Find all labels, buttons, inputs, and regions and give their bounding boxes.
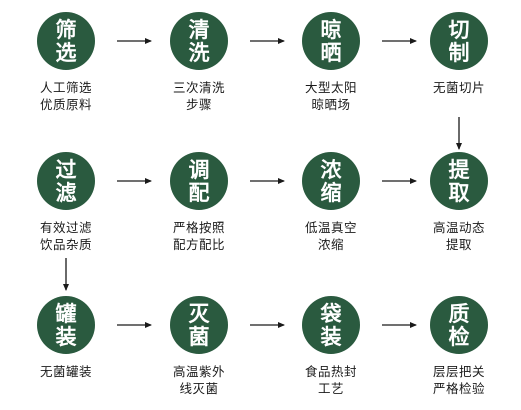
step-node-extraction: 提 取: [430, 152, 488, 210]
step-caption-filtering: 有效过滤 饮品杂质: [11, 219, 121, 253]
step-title-char: 切: [448, 17, 470, 42]
step-title-char: 洗: [188, 40, 210, 65]
step-caption-inspection: 层层把关 严格检验: [404, 363, 514, 397]
caption-line: 线灭菌: [179, 381, 219, 396]
step-node-bagging: 袋 装: [302, 296, 360, 354]
step-title-char: 浓: [320, 157, 342, 182]
step-title-char: 调: [188, 157, 210, 182]
caption-line: 严格按照: [172, 220, 225, 235]
step-node-inspection: 质 检: [430, 296, 488, 354]
caption-line: 无菌罐装: [39, 364, 92, 379]
caption-line: 饮品杂质: [39, 237, 92, 252]
caption-line: 高温动态: [432, 220, 485, 235]
step-title-char: 筛: [55, 17, 77, 42]
step-title-char: 晒: [320, 40, 342, 65]
caption-line: 层层把关: [432, 364, 485, 379]
step-title-char: 罐: [55, 301, 77, 326]
caption-line: 人工筛选: [39, 80, 92, 95]
step-title-char: 提: [448, 157, 470, 182]
step-title-char: 晾: [320, 17, 342, 42]
step-node-filtering: 过 滤: [37, 152, 95, 210]
step-title-char: 选: [55, 40, 77, 65]
step-title-char: 制: [448, 40, 470, 65]
step-title-char: 质: [448, 301, 470, 326]
step-title-char: 装: [320, 324, 342, 349]
step-caption-extraction: 高温动态 提取: [404, 219, 514, 253]
step-node-drying: 晾 晒: [302, 12, 360, 70]
step-caption-drying: 大型太阳 晾晒场: [276, 79, 386, 113]
step-node-washing: 清 洗: [170, 12, 228, 70]
step-title-char: 袋: [320, 301, 342, 326]
step-title-char: 检: [448, 324, 470, 349]
caption-line: 低温真空: [304, 220, 357, 235]
step-caption-blending: 严格按照 配方配比: [144, 219, 254, 253]
caption-line: 严格检验: [432, 381, 485, 396]
step-caption-bagging: 食品热封 工艺: [276, 363, 386, 397]
caption-line: 三次清洗: [172, 80, 225, 95]
step-caption-sterilization: 高温紫外 线灭菌: [144, 363, 254, 397]
step-title-char: 灭: [188, 301, 210, 326]
caption-line: 配方配比: [172, 237, 225, 252]
caption-line: 食品热封: [304, 364, 357, 379]
step-node-sterilization: 灭 菌: [170, 296, 228, 354]
step-title-char: 缩: [320, 180, 342, 205]
step-caption-screening: 人工筛选 优质原料: [11, 79, 121, 113]
caption-line: 大型太阳: [304, 80, 357, 95]
caption-line: 工艺: [317, 381, 344, 396]
step-node-cutting: 切 制: [430, 12, 488, 70]
caption-line: 提取: [445, 237, 472, 252]
step-title-char: 滤: [55, 180, 77, 205]
step-node-concentration: 浓 缩: [302, 152, 360, 210]
step-node-screening: 筛 选: [37, 12, 95, 70]
step-title-char: 配: [188, 180, 210, 205]
caption-line: 步骤: [185, 97, 212, 112]
caption-line: 有效过滤: [39, 220, 92, 235]
step-caption-washing: 三次清洗 步骤: [144, 79, 254, 113]
caption-line: 晾晒场: [311, 97, 351, 112]
step-title-char: 清: [188, 17, 210, 42]
caption-line: 浓缩: [317, 237, 344, 252]
step-node-blending: 调 配: [170, 152, 228, 210]
step-title-char: 装: [55, 324, 77, 349]
caption-line: 无菌切片: [432, 80, 485, 95]
caption-line: 优质原料: [39, 97, 92, 112]
step-caption-cutting: 无菌切片: [404, 79, 514, 96]
step-title-char: 菌: [188, 324, 210, 349]
step-node-canning: 罐 装: [37, 296, 95, 354]
step-title-char: 过: [55, 157, 77, 182]
step-title-char: 取: [448, 180, 470, 205]
step-caption-concentration: 低温真空 浓缩: [276, 219, 386, 253]
caption-line: 高温紫外: [172, 364, 225, 379]
step-caption-canning: 无菌罐装: [11, 363, 121, 380]
